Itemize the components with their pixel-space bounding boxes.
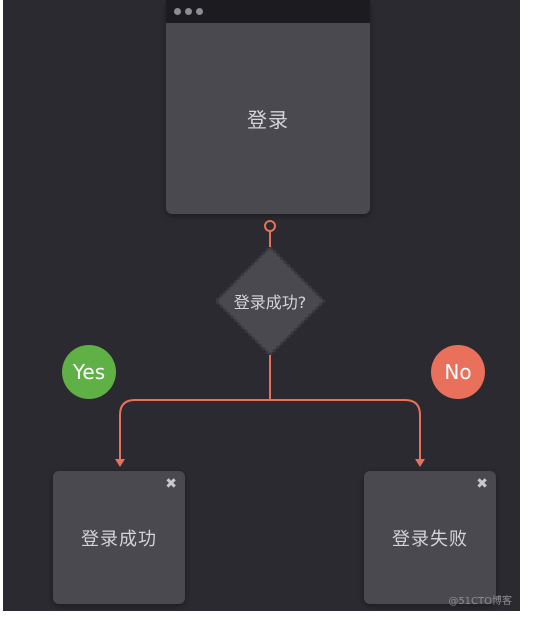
connector-ring bbox=[264, 220, 276, 232]
window-dot-icon bbox=[185, 8, 192, 15]
connectors bbox=[115, 220, 425, 467]
login-fail-label: 登录失败 bbox=[392, 528, 468, 550]
no-badge: No bbox=[431, 345, 485, 399]
window-dot-icon bbox=[196, 8, 203, 15]
login-success-label: 登录成功 bbox=[81, 528, 157, 550]
login-fail-box[interactable]: ✖ 登录失败 bbox=[364, 471, 496, 604]
yes-badge: Yes bbox=[62, 345, 116, 399]
close-icon[interactable]: ✖ bbox=[165, 476, 177, 492]
window-titlebar bbox=[166, 0, 370, 23]
watermark: @51CTO博客 bbox=[448, 596, 512, 607]
login-window[interactable]: 登录 bbox=[166, 0, 370, 214]
yes-arrow-icon bbox=[115, 459, 125, 467]
no-arrow-icon bbox=[415, 459, 425, 467]
no-branch-line bbox=[270, 399, 421, 460]
decision-label: 登录成功? bbox=[233, 293, 307, 312]
yes-branch-line bbox=[119, 399, 270, 460]
flowchart-canvas: 登录 登录成功? Yes No ✖ 登录成功 ✖ 登录失败 @51CTO博客 bbox=[3, 0, 520, 611]
close-icon[interactable]: ✖ bbox=[476, 476, 488, 492]
login-label: 登录 bbox=[247, 108, 289, 132]
login-success-box[interactable]: ✖ 登录成功 bbox=[53, 471, 185, 604]
window-dot-icon bbox=[174, 8, 181, 15]
